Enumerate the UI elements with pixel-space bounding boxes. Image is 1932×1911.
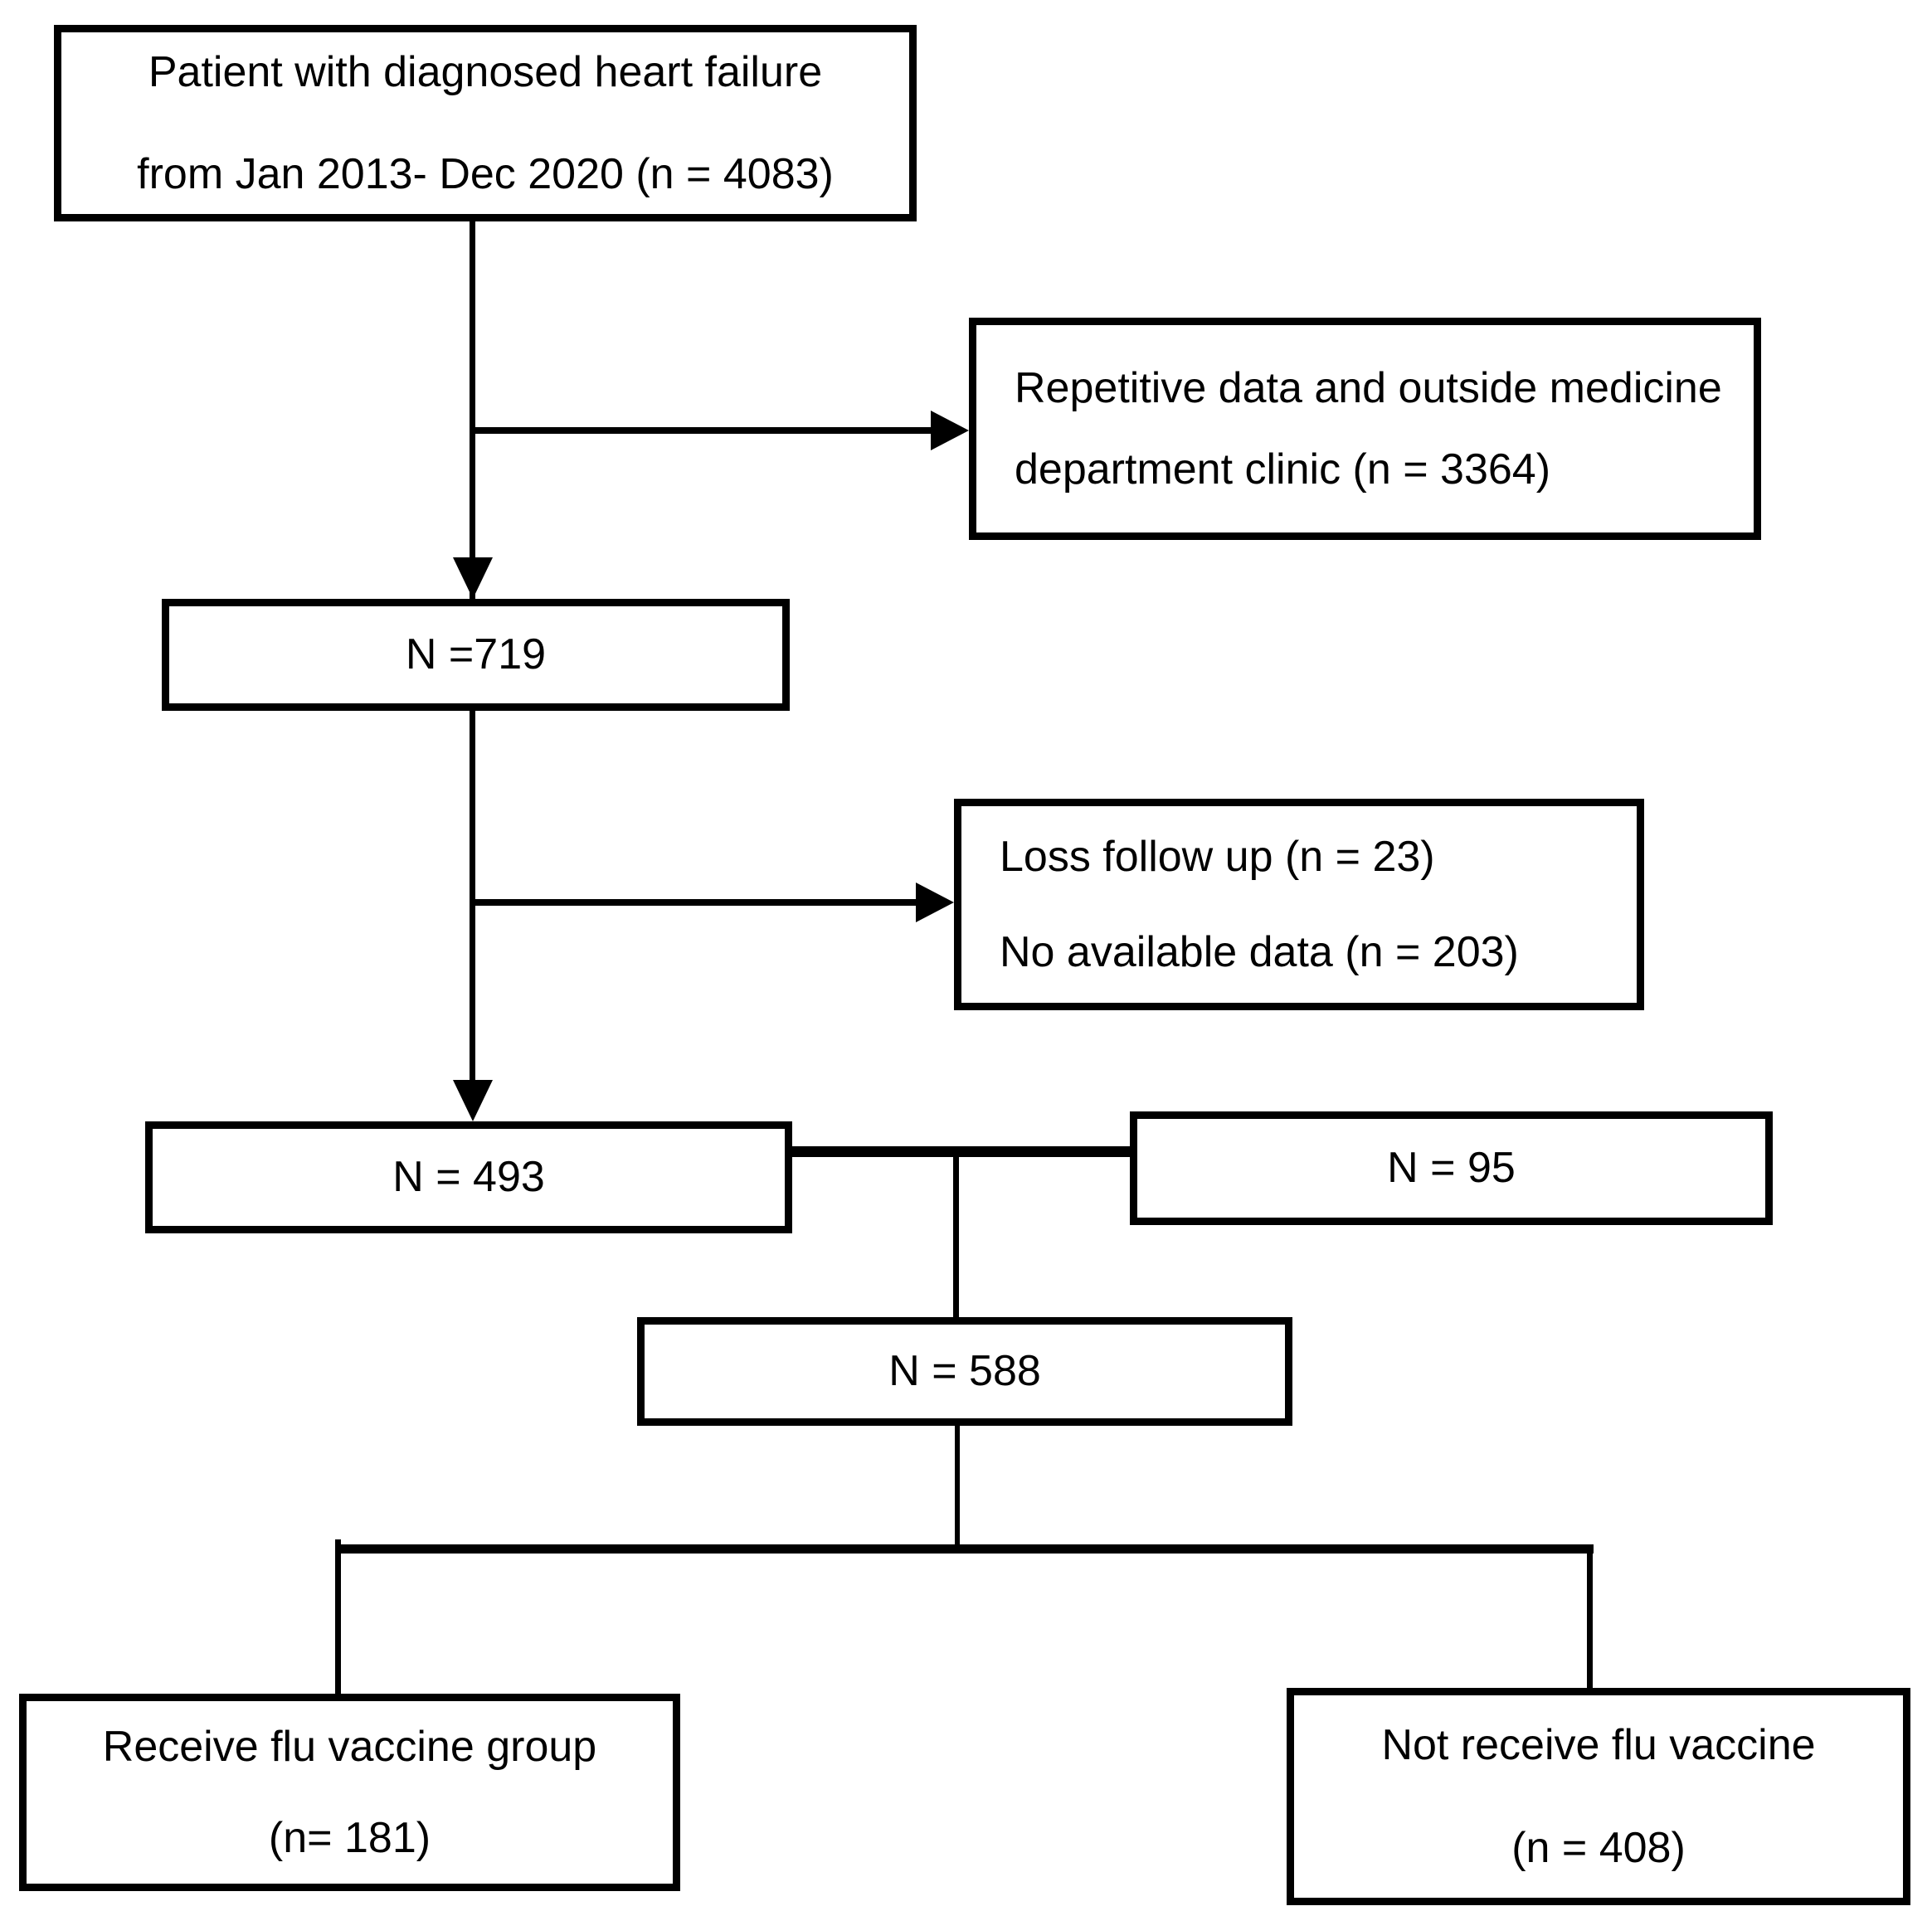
arrowhead-into-n719-box: [453, 557, 493, 599]
connector-branch-to-repetitive: [470, 427, 934, 434]
box-diagnosed-heart-failure-line2: from Jan 2013- Dec 2020 (n = 4083): [137, 149, 834, 198]
box-excluded-loss-followup: Loss follow up (n = 23) No available dat…: [954, 799, 1644, 1010]
box-excluded-loss-line1: Loss follow up (n = 23): [1000, 833, 1435, 882]
connector-branch-to-loss: [470, 899, 917, 906]
box-excluded-repetitive-line1: Repetitive data and outside medicine: [1015, 363, 1722, 412]
box-receive-line1: Receive flu vaccine group: [102, 1722, 597, 1771]
box-n719: N =719: [162, 599, 790, 711]
connector-merge-to-n588: [953, 1153, 959, 1319]
box-receive-line2: (n= 181): [268, 1814, 431, 1862]
connector-split-horizontal: [337, 1544, 1594, 1554]
box-not-receive-line1: Not receive flu vaccine: [1381, 1720, 1816, 1769]
box-n588: N = 588: [637, 1317, 1292, 1426]
arrowhead-into-loss-box: [916, 883, 954, 922]
box-diagnosed-heart-failure-line1: Patient with diagnosed heart failure: [148, 48, 823, 97]
box-n493-label: N = 493: [392, 1153, 545, 1202]
connector-n719-to-n493: [470, 709, 475, 1082]
box-receive-flu-vaccine: Receive flu vaccine group (n= 181): [19, 1694, 680, 1891]
box-excluded-repetitive-data: Repetitive data and outside medicine dep…: [969, 318, 1761, 540]
connector-n493-to-n95: [788, 1146, 1132, 1157]
box-excluded-loss-line2: No available data (n = 203): [1000, 927, 1519, 976]
connector-n588-down: [955, 1426, 960, 1550]
connector-drop-to-not-receive: [1587, 1544, 1593, 1692]
arrowhead-into-repetitive-box: [931, 411, 969, 450]
box-not-receive-line2: (n = 408): [1511, 1824, 1686, 1872]
box-n493: N = 493: [145, 1121, 792, 1233]
box-n95-label: N = 95: [1387, 1144, 1516, 1193]
box-excluded-repetitive-line2: department clinic (n = 3364): [1015, 445, 1551, 494]
arrowhead-into-n493-box: [453, 1080, 493, 1121]
connector-top-to-n719: [470, 220, 475, 601]
box-diagnosed-heart-failure: Patient with diagnosed heart failure fro…: [54, 25, 917, 221]
box-n588-label: N = 588: [888, 1347, 1041, 1396]
connector-drop-to-receive: [335, 1539, 341, 1697]
box-n95: N = 95: [1130, 1111, 1773, 1225]
box-n719-label: N =719: [405, 630, 547, 679]
box-not-receive-flu-vaccine: Not receive flu vaccine (n = 408): [1287, 1688, 1910, 1905]
